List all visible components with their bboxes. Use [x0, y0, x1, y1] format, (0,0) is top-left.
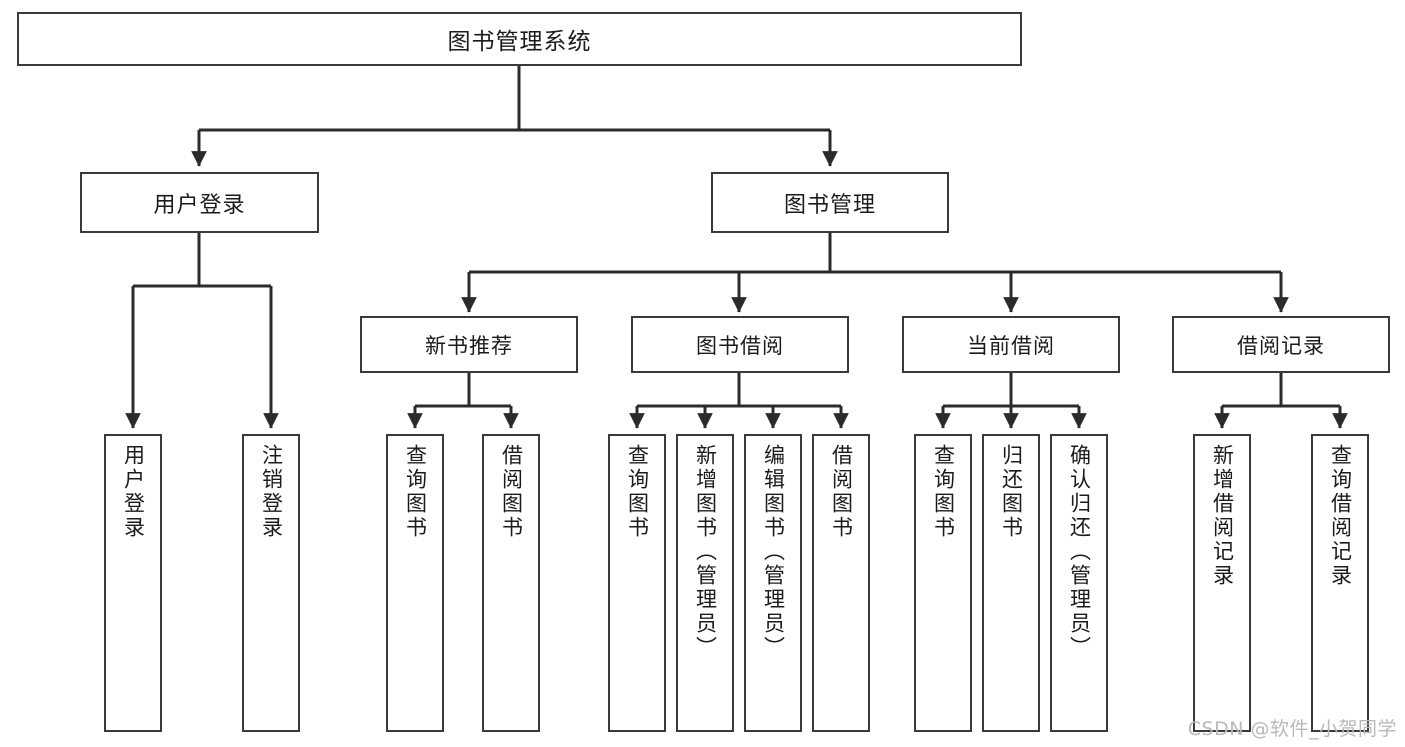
node-book-manage-label: 图书管理	[783, 192, 876, 218]
node-user-login-label: 用户登录	[153, 192, 246, 218]
node-leaf-borrow-book-label: 借阅图书	[829, 444, 854, 540]
node-leaf-current-query-label: 查询图书	[931, 444, 956, 540]
node-leaf-user-login-label: 用户登录	[121, 444, 146, 540]
watermark: CSDN @软件_小贺同学	[1187, 718, 1397, 740]
node-new-book-recommend-label: 新书推荐	[425, 333, 513, 358]
node-current-borrow[interactable]: 当前借阅	[902, 316, 1120, 373]
node-book-manage[interactable]: 图书管理	[711, 172, 949, 233]
node-leaf-newbook-borrow-label: 借阅图书	[499, 444, 524, 540]
node-user-login[interactable]: 用户登录	[80, 172, 319, 233]
node-borrow-record[interactable]: 借阅记录	[1172, 316, 1390, 373]
node-current-borrow-label: 当前借阅	[967, 333, 1055, 358]
node-leaf-record-query-label: 查询借阅记录	[1328, 444, 1353, 588]
node-leaf-borrow-add-book-label: 新增图书（管理员）	[693, 444, 718, 660]
node-leaf-logout-label: 注销登录	[259, 444, 284, 540]
node-leaf-newbook-borrow[interactable]: 借阅图书	[482, 434, 540, 732]
node-leaf-borrow-edit-book[interactable]: 编辑图书（管理员）	[744, 434, 802, 732]
node-leaf-current-return[interactable]: 归还图书	[982, 434, 1040, 732]
node-book-borrow-label: 图书借阅	[696, 333, 784, 358]
node-book-borrow[interactable]: 图书借阅	[631, 316, 849, 373]
node-leaf-borrow-add-book[interactable]: 新增图书（管理员）	[676, 434, 734, 732]
node-leaf-borrow-book[interactable]: 借阅图书	[812, 434, 870, 732]
node-leaf-current-confirm-return[interactable]: 确认归还（管理员）	[1050, 434, 1108, 732]
node-leaf-borrow-edit-book-label: 编辑图书（管理员）	[761, 444, 786, 660]
node-root[interactable]: 图书管理系统	[17, 12, 1022, 66]
node-leaf-newbook-query-label: 查询图书	[403, 444, 428, 540]
node-leaf-record-add[interactable]: 新增借阅记录	[1193, 434, 1251, 732]
node-leaf-logout[interactable]: 注销登录	[242, 434, 300, 732]
node-leaf-borrow-query[interactable]: 查询图书	[608, 434, 666, 732]
node-leaf-borrow-query-label: 查询图书	[625, 444, 650, 540]
node-leaf-current-query[interactable]: 查询图书	[914, 434, 972, 732]
node-leaf-record-query[interactable]: 查询借阅记录	[1311, 434, 1369, 732]
node-leaf-record-add-label: 新增借阅记录	[1210, 444, 1235, 588]
node-leaf-newbook-query[interactable]: 查询图书	[386, 434, 444, 732]
node-leaf-user-login[interactable]: 用户登录	[104, 434, 162, 732]
node-root-label: 图书管理系统	[447, 29, 592, 55]
node-leaf-current-return-label: 归还图书	[999, 444, 1024, 540]
node-leaf-current-confirm-return-label: 确认归还（管理员）	[1067, 444, 1092, 660]
node-borrow-record-label: 借阅记录	[1237, 333, 1325, 358]
node-new-book-recommend[interactable]: 新书推荐	[360, 316, 578, 373]
